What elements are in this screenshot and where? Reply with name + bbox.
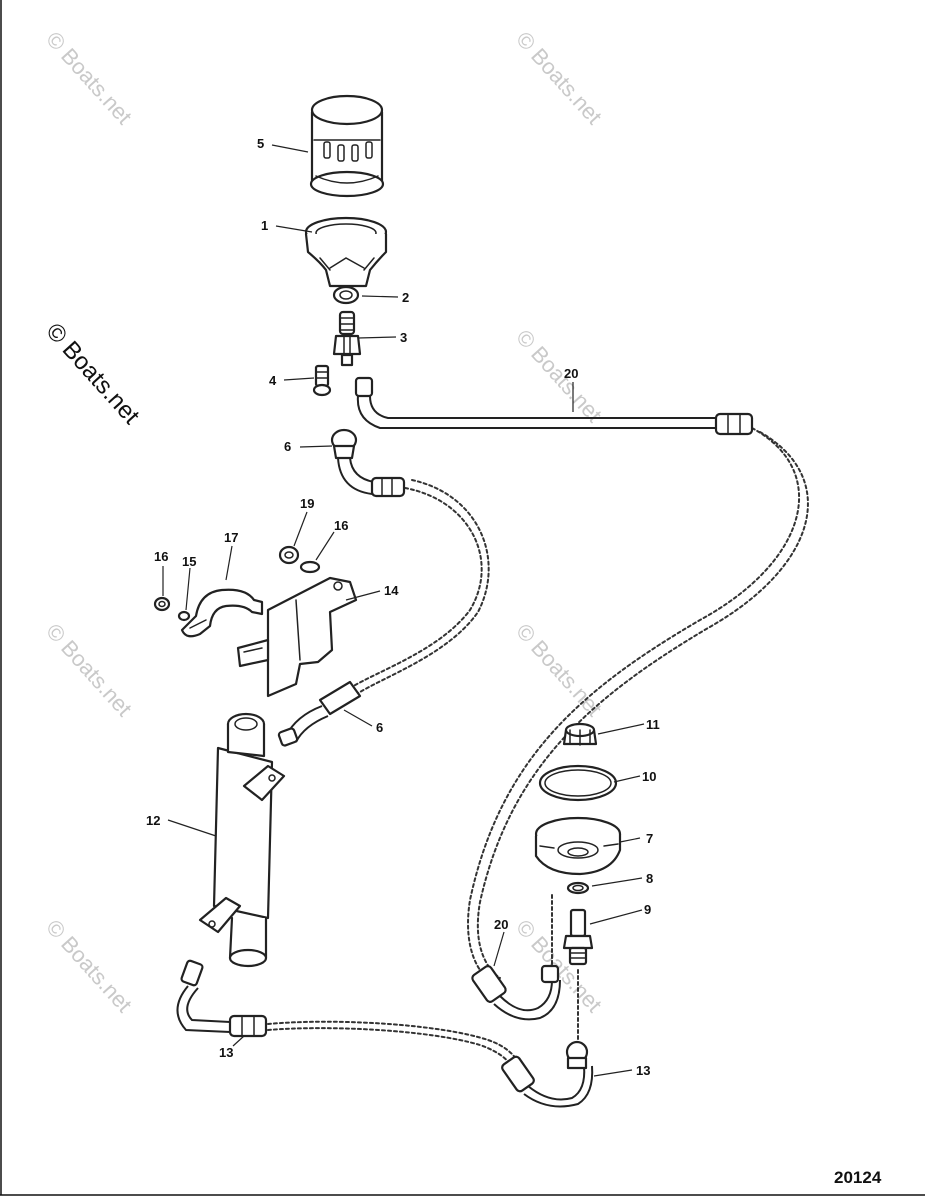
clamp-part-17[interactable] — [180, 588, 264, 638]
callout-16-right: 16 — [334, 518, 348, 533]
watermark-6: © Boats.net — [41, 915, 137, 1017]
watermark-4: © Boats.net — [41, 619, 137, 721]
callout-20-lower: 20 — [494, 917, 508, 932]
filter-adapter-part-1[interactable] — [304, 216, 388, 288]
callout-20-upper: 20 — [564, 366, 578, 381]
callout-13-right: 13 — [636, 1063, 650, 1078]
callout-3: 3 — [400, 330, 407, 345]
callout-11: 11 — [646, 717, 660, 732]
watermark-primary: © Boats.net — [41, 318, 145, 430]
callout-10: 10 — [642, 769, 656, 784]
hoses — [267, 427, 809, 1071]
watermark-2: © Boats.net — [511, 27, 607, 129]
callout-7: 7 — [646, 831, 653, 846]
drawing-number: 20124 — [834, 1168, 882, 1187]
fitting-part-9[interactable] — [562, 908, 594, 966]
watermark-1: © Boats.net — [41, 27, 137, 129]
adapter-fitting-part-3[interactable] — [332, 310, 362, 367]
watermark-7: © Boats.net — [511, 915, 607, 1017]
bracket-part-14[interactable] — [236, 576, 358, 698]
housing-part-7[interactable] — [534, 816, 622, 876]
nut-part-19[interactable] — [278, 545, 300, 565]
hose-fitting-part-13-right[interactable] — [501, 1040, 594, 1108]
hose-fitting-part-6-upper[interactable] — [330, 428, 406, 498]
hose-fitting-part-20-upper[interactable] — [354, 376, 754, 436]
callout-6-lower: 6 — [376, 720, 383, 735]
callout-2: 2 — [402, 290, 409, 305]
washer-part-15[interactable] — [177, 610, 191, 622]
cap-part-11[interactable] — [562, 722, 598, 746]
oil-filter-part-5[interactable] — [309, 94, 385, 198]
callout-14: 14 — [384, 583, 399, 598]
callout-12: 12 — [146, 813, 160, 828]
gasket-part-8[interactable] — [566, 881, 590, 895]
callout-1: 1 — [261, 218, 268, 233]
callout-6-upper: 6 — [284, 439, 291, 454]
callout-13-left: 13 — [219, 1045, 233, 1060]
washer-part-16-right[interactable] — [299, 560, 321, 574]
callout-17: 17 — [224, 530, 238, 545]
oil-cooler-part-12[interactable] — [198, 712, 286, 968]
hose-fitting-part-6-lower[interactable] — [277, 680, 362, 747]
seal-ring-part-10[interactable] — [538, 764, 618, 802]
callout-16-left: 16 — [154, 549, 168, 564]
watermark-5: © Boats.net — [511, 619, 607, 721]
hose-fitting-part-13-left[interactable] — [176, 959, 268, 1038]
callout-19: 19 — [300, 496, 314, 511]
hose-fitting-part-20-lower[interactable] — [471, 964, 561, 1021]
callout-4: 4 — [269, 373, 277, 388]
callout-15: 15 — [182, 554, 196, 569]
leader-lines — [162, 144, 645, 1077]
callout-labels: 5 1 2 3 4 20 6 19 16 17 16 15 14 6 11 10… — [146, 136, 660, 1078]
screw-part-4[interactable] — [312, 364, 332, 397]
callout-5: 5 — [257, 136, 264, 151]
watermark-3: © Boats.net — [511, 325, 607, 427]
callout-8: 8 — [646, 871, 653, 886]
callout-9: 9 — [644, 902, 651, 917]
nut-part-16-left[interactable] — [153, 596, 171, 612]
o-ring-part-2[interactable] — [332, 285, 360, 305]
